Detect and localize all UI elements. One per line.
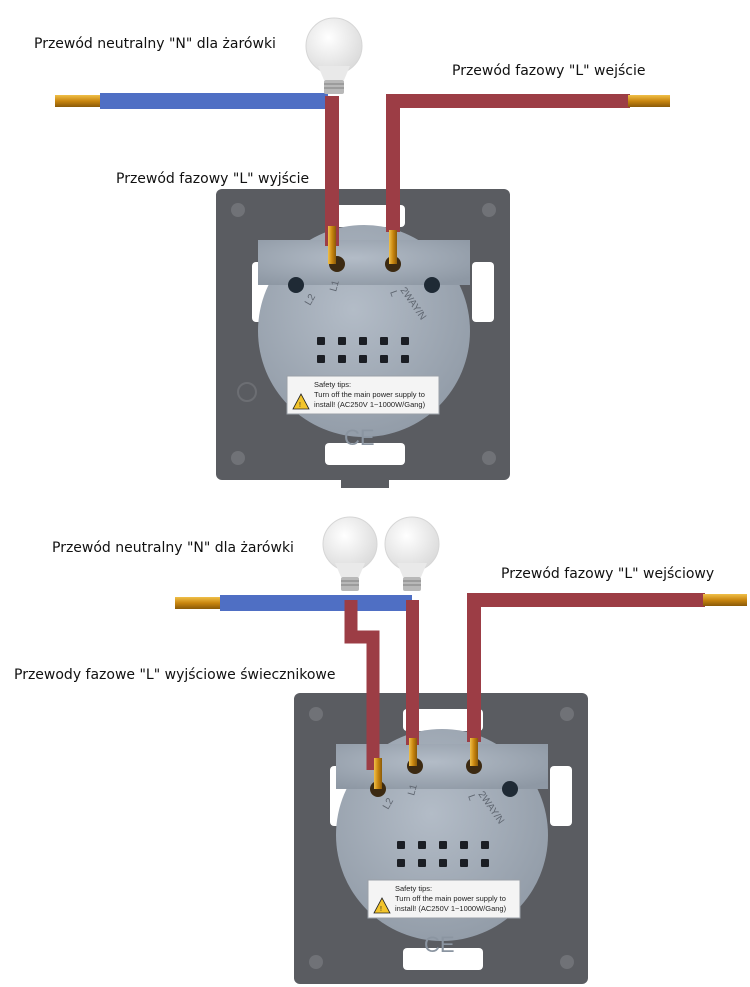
top-diagram: L2 L1 L 2WAY/N ! Safety tips: Turn off t… — [55, 17, 670, 488]
bottom-safety-sticker: ! Safety tips: Turn off the main power s… — [367, 879, 521, 919]
bottom-l1-copper — [409, 738, 417, 766]
top-phase-out-wire — [325, 96, 339, 264]
bottom-bulb-2-icon — [384, 516, 440, 591]
top-safety-title: Safety tips: — [314, 380, 351, 389]
top-terminal-l1: L1 — [328, 279, 342, 293]
bottom-phase-out-wire-l2 — [344, 600, 380, 770]
bottom-safety-title: Safety tips: — [395, 884, 432, 893]
bottom-phase-in-wire — [467, 593, 705, 742]
bottom-ce-mark: CE — [424, 932, 455, 957]
top-terminal-l: L — [387, 289, 399, 298]
top-phase-in-copper — [628, 95, 670, 107]
bottom-terminal-l: L — [465, 793, 477, 802]
bottom-neutral-label: Przewód neutralny "N" dla żarówki — [52, 540, 294, 556]
top-led-dots — [317, 337, 409, 363]
bottom-safety-line2: install! (AC250V 1~1000W/Gang) — [395, 904, 507, 913]
bottom-l2-copper — [374, 758, 382, 789]
top-ce-mark: CE — [344, 425, 375, 450]
bottom-l-copper — [470, 738, 478, 766]
bottom-phase-in-copper — [703, 594, 747, 606]
svg-text:!: ! — [380, 906, 382, 913]
bottom-phase-out-wire-l1 — [406, 600, 419, 745]
top-phase-in-terminal-copper — [389, 230, 397, 264]
bottom-phase-out-label: Przewody fazowe "L" wyjściowe świeczniko… — [14, 667, 336, 683]
top-phase-in-label: Przewód fazowy "L" wejście — [452, 63, 646, 79]
bottom-safety-line1: Turn off the main power supply to — [395, 894, 506, 903]
bottom-led-dots — [397, 841, 489, 867]
top-safety-line2: install! (AC250V 1~1000W/Gang) — [314, 400, 426, 409]
svg-text:!: ! — [299, 402, 301, 409]
top-neutral-label: Przewód neutralny "N" dla żarówki — [34, 36, 276, 52]
top-safety-sticker: ! Safety tips: Turn off the main power s… — [286, 375, 440, 415]
top-phase-in-wire — [386, 94, 630, 232]
bottom-phase-in-label: Przewód fazowy "L" wejściowy — [501, 566, 715, 582]
bottom-diagram: L2 L1 L 2WAY/N ! Safety tips: Turn off t… — [175, 516, 747, 984]
bottom-terminal-l2: L2 — [381, 796, 396, 812]
bottom-neutral-wire — [175, 595, 412, 611]
bottom-bulb-1-icon — [322, 516, 378, 591]
top-phase-out-label: Przewód fazowy "L" wyjście — [116, 171, 310, 187]
top-safety-line1: Turn off the main power supply to — [314, 390, 425, 399]
top-terminal-l2: L2 — [303, 292, 318, 308]
bottom-terminal-l1: L1 — [406, 783, 420, 797]
top-neutral-wire — [55, 93, 328, 109]
top-bulb-icon — [305, 17, 363, 94]
